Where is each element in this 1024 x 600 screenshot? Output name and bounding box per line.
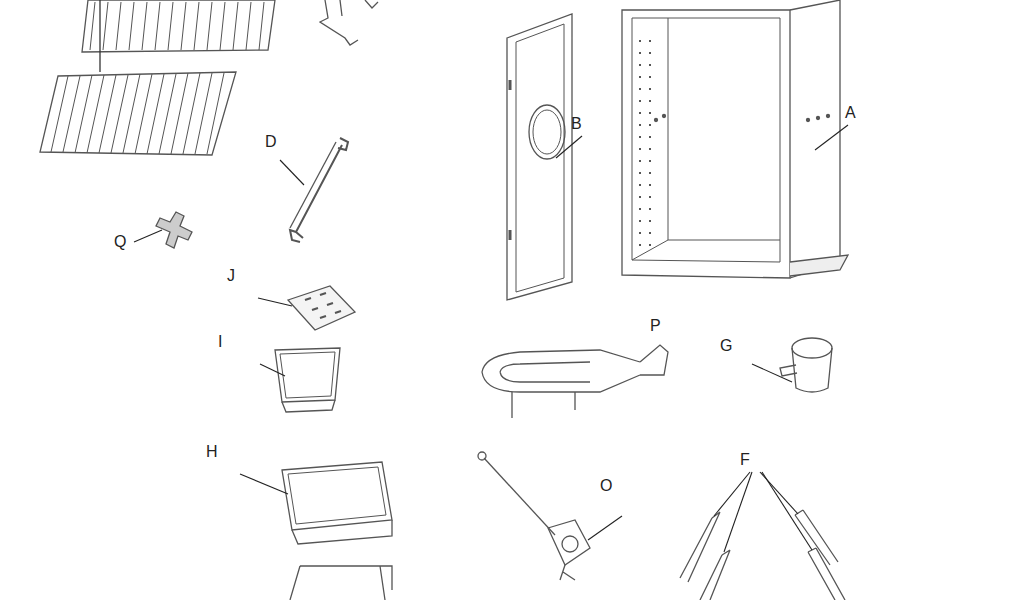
cooking-rack (82, 0, 275, 52)
callout-letter: B (571, 116, 582, 132)
door-handle (290, 138, 348, 242)
callout-letter: J (227, 268, 235, 284)
callout-letter: F (740, 452, 750, 468)
callout-letter: Q (114, 234, 126, 250)
heating-element (482, 345, 668, 418)
smoker-legs (680, 510, 845, 600)
thermostat-control (478, 452, 590, 580)
callout-letter: D (265, 134, 277, 150)
bracket (320, 0, 378, 45)
wood-chip-pan (282, 462, 392, 544)
callout-letter: G (720, 338, 732, 354)
water-pan (275, 348, 340, 412)
callout-letter: P (650, 318, 661, 334)
callout-letter: O (600, 478, 612, 494)
callout-letter: I (218, 334, 222, 350)
leader-lines (134, 125, 848, 552)
grease-cup (780, 338, 832, 392)
smoker-cabinet (622, 0, 848, 278)
door-handle-edge (290, 142, 336, 228)
callout-letter: H (206, 444, 218, 460)
perforated-plate (288, 286, 355, 330)
smoker-door (507, 14, 572, 300)
cooking-rack (40, 72, 236, 155)
rack-support (290, 566, 392, 600)
callout-letter: A (845, 105, 856, 121)
